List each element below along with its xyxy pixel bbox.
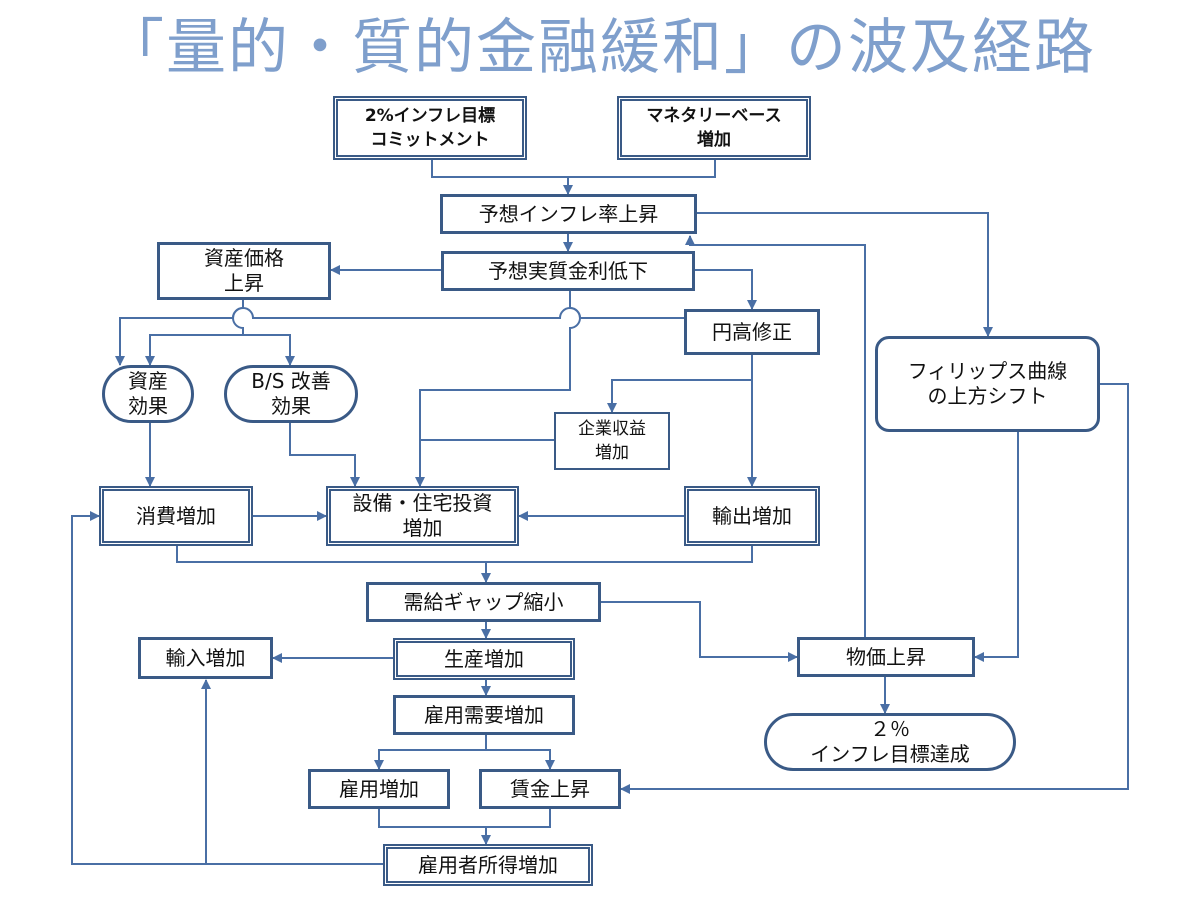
node-wage-rise: 賃金上昇 [479, 769, 621, 809]
edge-consumption-down [176, 546, 753, 563]
edge-base-to-merge [568, 160, 716, 178]
edge-assetprice-stem [232, 300, 244, 335]
edge-income-feedback [71, 511, 383, 865]
edge-employment-down [378, 808, 551, 828]
edge-outputgap-to-price [601, 601, 798, 662]
edge-yen-to-asseteffect [115, 307, 684, 366]
node-monetary-base-increase: マネタリーベース 増加 [617, 96, 811, 160]
node-labor-demand-increase: 雇用需要増加 [393, 695, 575, 735]
node-asset-effect: 資産 効果 [102, 365, 194, 423]
node-phillips-curve-shift: フィリップス曲線 の上方シフト [875, 336, 1100, 432]
node-import-increase: 輸入増加 [138, 637, 273, 679]
node-asset-price-rise: 資産価格 上昇 [157, 242, 331, 300]
edge-bseffect-to-capex [289, 423, 360, 487]
node-expected-real-rate-decline: 予想実質金利低下 [441, 251, 695, 291]
node-consumption-increase: 消費増加 [99, 486, 253, 546]
edge-phillips-to-wage [620, 383, 1129, 794]
edge-yen-to-profits [607, 355, 753, 413]
edge-price-to-expectedinflation [685, 235, 866, 637]
node-bs-improvement-effect: B/S 改善 効果 [224, 365, 358, 423]
edge-labor-to-wage [486, 749, 555, 770]
edge-assetprice-to-asseteffect [145, 334, 243, 366]
node-inflation-target-commitment: 2%インフレ目標 コミットメント [333, 96, 527, 160]
node-inflation-target-achieved: ２％ インフレ目標達成 [764, 713, 1016, 771]
edge-realrate-to-yen [695, 269, 757, 310]
page-title: 「量的・質的金融緩和」の波及経路 [104, 13, 1096, 83]
edge-phillips-to-price [974, 432, 1019, 662]
edge-labor-split [374, 735, 487, 770]
node-production-increase: 生産増加 [393, 638, 575, 680]
node-yen-correction: 円高修正 [684, 309, 820, 355]
node-corporate-profit-increase: 企業収益 増加 [554, 412, 670, 470]
node-employee-income-increase: 雇用者所得増加 [383, 844, 593, 886]
node-price-rise: 物価上昇 [797, 637, 975, 677]
edge-assetprice-to-bseffect [243, 334, 295, 366]
edge-commitment-to-merge [431, 160, 568, 178]
node-export-increase: 輸出増加 [684, 486, 820, 546]
node-employment-increase: 雇用増加 [308, 769, 450, 809]
node-output-gap-narrowing: 需給ギャップ縮小 [366, 582, 601, 622]
edge-inflation-to-phillips [697, 212, 993, 337]
node-capex-housing-increase: 設備・住宅投資 増加 [326, 486, 519, 546]
node-expected-inflation-rise: 予想インフレ率上昇 [440, 194, 697, 234]
